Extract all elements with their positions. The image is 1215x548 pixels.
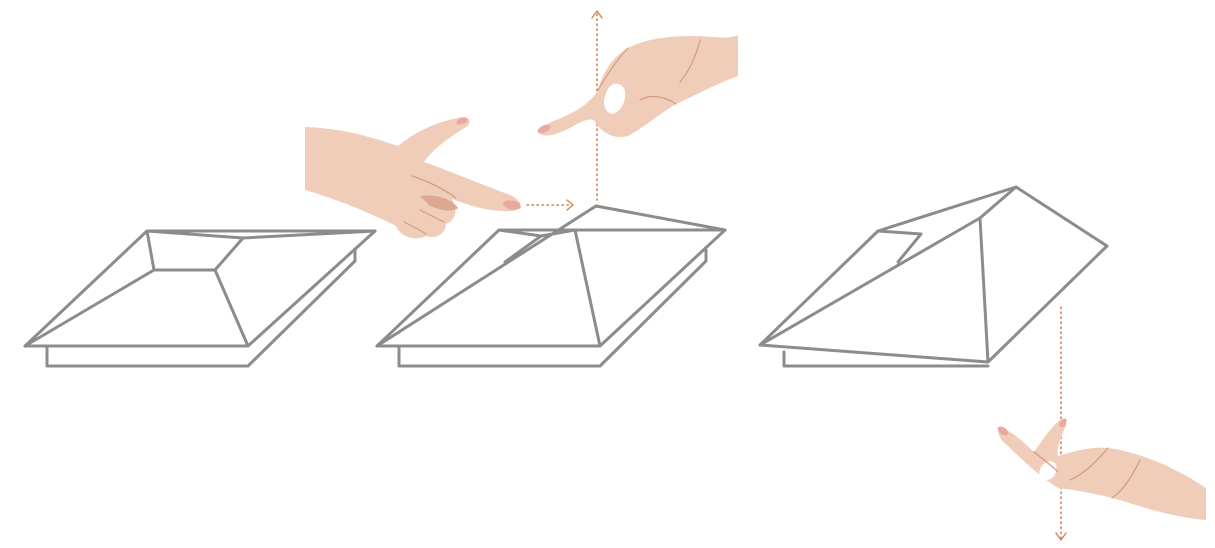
arrow-down-icon <box>1055 532 1067 541</box>
arrow-up-icon <box>591 10 603 19</box>
roof-2-hip-front <box>573 228 602 348</box>
roof-3-outline <box>758 185 1109 364</box>
roof-1-hip-right <box>213 268 250 348</box>
pointing-hand-icon <box>305 117 521 239</box>
roof-2-hip-right <box>594 204 727 232</box>
roof-model-1 <box>23 229 377 368</box>
roof-3-hip-front <box>978 216 990 364</box>
roof-2-hip-left <box>375 204 598 348</box>
roof-1-top-face <box>145 229 245 272</box>
roof-1-eaves <box>23 229 377 348</box>
roof-1-base <box>45 247 357 368</box>
roof-2-base <box>397 248 708 368</box>
roof-1-hip-left <box>23 268 156 348</box>
pinch-hand-up-icon <box>537 35 738 138</box>
roof-2-eaves <box>375 228 727 348</box>
roof-2-ridge-crease <box>539 228 577 238</box>
roof-3-ridge <box>758 216 982 347</box>
roof-1-hip-back <box>241 229 377 240</box>
roof-model-3 <box>758 185 1109 368</box>
arrow-right-icon <box>566 199 574 211</box>
roof-3-ridge-top <box>978 185 1018 220</box>
pinch-hand-down-icon <box>997 418 1206 520</box>
roof-model-2 <box>375 204 727 368</box>
roof-3-ridge-fold <box>876 229 923 264</box>
roof-3-base <box>782 350 990 368</box>
